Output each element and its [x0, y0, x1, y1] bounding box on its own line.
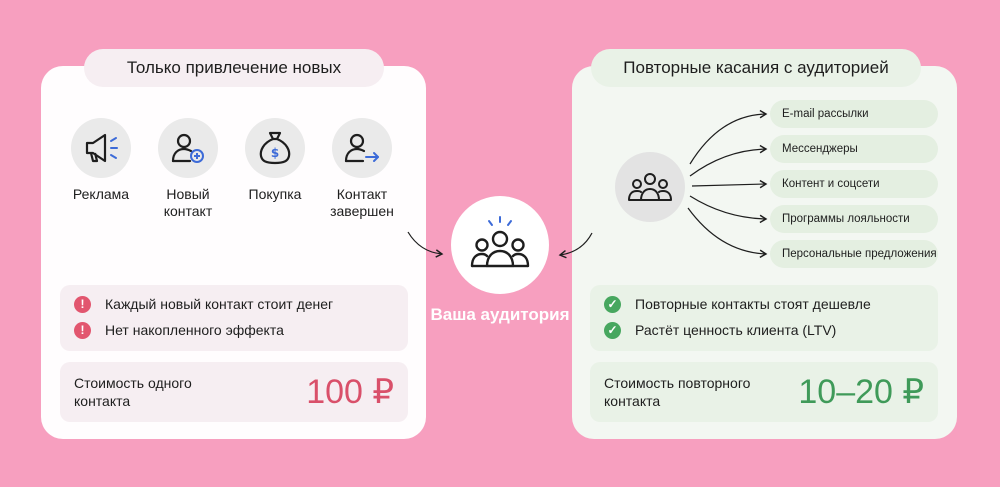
cost-value: 10–20 ₽ [798, 373, 924, 411]
cost-value: 100 ₽ [306, 373, 394, 411]
new-contact-cost: Стоимость одного контакта 100 ₽ [60, 362, 408, 422]
channel-loyalty: Программы лояльности [770, 205, 938, 233]
step-ads: Реклама [55, 118, 147, 203]
step-new-contact-label: Новый контакт [163, 186, 213, 219]
new-acquisition-title: Только привлечение новых [84, 49, 384, 87]
channel-content: Контент и соцсети [770, 170, 938, 198]
megaphone-icon [71, 118, 131, 178]
repeat-contact-cost: Стоимость повторного контакта 10–20 ₽ [590, 362, 938, 422]
check-icon: ✓ [604, 295, 621, 313]
cost-label: Стоимость повторного контакта [604, 375, 751, 409]
benefit-item: ✓ Растёт ценность клиента (LTV) [604, 317, 924, 343]
repeat-touch-title: Повторные касания с аудиторией [591, 49, 921, 87]
group-icon [628, 173, 672, 201]
exclamation-icon: ! [74, 295, 91, 313]
channel-personal-offers: Персональные предложения [770, 240, 938, 268]
channel-messengers: Мессенджеры [770, 135, 938, 163]
audience-label: Ваша аудитория [430, 305, 570, 324]
add-user-icon [158, 118, 218, 178]
exclamation-icon: ! [74, 321, 91, 339]
issues-list: ! Каждый новый контакт стоит денег ! Нет… [60, 285, 408, 351]
group-circle [615, 152, 685, 222]
cost-label: Стоимость одного контакта [74, 375, 192, 409]
money-bag-icon: $ [245, 118, 305, 178]
benefit-text: Повторные контакты стоят дешевле [635, 296, 871, 312]
step-ads-label: Реклама [72, 186, 130, 202]
user-exit-icon [332, 118, 392, 178]
step-contact-finished-label: Контакт завершен [330, 186, 394, 219]
issue-item: ! Каждый новый контакт стоит денег [74, 291, 394, 317]
benefit-item: ✓ Повторные контакты стоят дешевле [604, 291, 924, 317]
step-new-contact: Новый контакт [142, 118, 234, 220]
audience-circle [451, 196, 549, 294]
benefit-text: Растёт ценность клиента (LTV) [635, 322, 837, 338]
issue-item: ! Нет накопленного эффекта [74, 317, 394, 343]
channel-email: E-mail рассылки [770, 100, 938, 128]
step-purchase-label: Покупка [248, 186, 302, 202]
step-purchase: $ Покупка [229, 118, 321, 203]
benefits-list: ✓ Повторные контакты стоят дешевле ✓ Рас… [590, 285, 938, 351]
issue-text: Нет накопленного эффекта [105, 322, 284, 338]
svg-text:$: $ [271, 146, 279, 160]
check-icon: ✓ [604, 321, 621, 339]
issue-text: Каждый новый контакт стоит денег [105, 296, 334, 312]
step-contact-finished: Контакт завершен [316, 118, 408, 220]
audience-icon [470, 216, 530, 268]
